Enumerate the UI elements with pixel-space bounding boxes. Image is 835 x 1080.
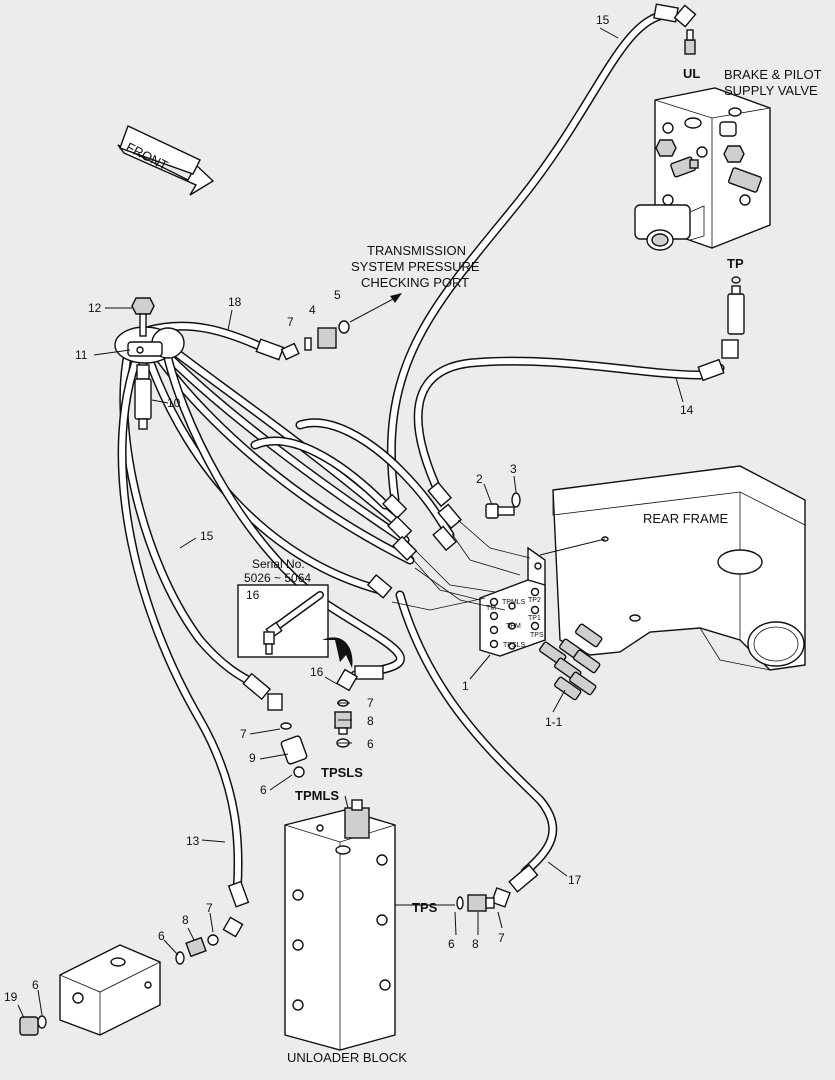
callout-6-tps: 6 bbox=[448, 937, 455, 951]
port-label-tpsls: TPSLS bbox=[321, 765, 363, 780]
transmission-fittings bbox=[304, 293, 402, 351]
callout-7-low: 7 bbox=[206, 901, 213, 915]
brake-valve-caption-1: BRAKE & PILOT bbox=[724, 67, 822, 82]
callout-16-inset: 16 bbox=[246, 588, 260, 602]
hose-18 bbox=[145, 321, 273, 355]
plate-port-tp2: TP2 bbox=[528, 597, 541, 604]
tpmls-fittings bbox=[280, 722, 308, 778]
test-couplings-1-1 bbox=[538, 623, 603, 701]
port-label-tp: TP bbox=[727, 256, 744, 271]
callout-14: 14 bbox=[680, 403, 694, 417]
callout-6-low: 6 bbox=[158, 929, 165, 943]
tpsls-fittings bbox=[334, 699, 352, 748]
plate-port-tp1: TP1 bbox=[528, 615, 541, 622]
callout-15-left: 15 bbox=[200, 529, 214, 543]
callout-8-mid: 8 bbox=[367, 714, 374, 728]
callout-1-1: 1-1 bbox=[545, 715, 563, 729]
callout-8-tps: 8 bbox=[472, 937, 479, 951]
port-label-ul: UL bbox=[683, 66, 700, 81]
callout-5: 5 bbox=[334, 288, 341, 302]
rear-frame-caption: REAR FRAME bbox=[643, 511, 729, 526]
callout-10: 10 bbox=[167, 396, 181, 410]
callout-7-tps: 7 bbox=[498, 931, 505, 945]
callout-3: 3 bbox=[510, 462, 517, 476]
plate-hose-lines bbox=[391, 519, 531, 611]
port-label-tpmls: TPMLS bbox=[295, 788, 339, 803]
bolt-2 bbox=[485, 503, 515, 519]
callout-16: 16 bbox=[310, 665, 324, 679]
callout-6-left: 6 bbox=[260, 783, 267, 797]
front-arrow: FRONT bbox=[117, 125, 215, 196]
rear-frame bbox=[539, 465, 806, 671]
hose-17 bbox=[395, 590, 558, 877]
tps-fittings bbox=[456, 894, 495, 912]
hose-13 bbox=[117, 345, 243, 897]
port-labels: UL TP TPSLS TPMLS TPS bbox=[295, 66, 744, 915]
washer-3 bbox=[511, 492, 521, 508]
plate-port-tm: TM bbox=[486, 605, 496, 612]
callout-7-trans: 7 bbox=[287, 315, 294, 329]
callout-numbers: 15 12 18 7 4 5 11 10 14 2 3 15 16 16 7 8… bbox=[4, 13, 694, 1004]
unloader-block-caption: UNLOADER BLOCK bbox=[287, 1050, 407, 1065]
transmission-caption-1: TRANSMISSION bbox=[367, 243, 466, 258]
callout-8-low: 8 bbox=[182, 913, 189, 927]
plate-port-tpsls: TPSLS bbox=[503, 642, 526, 649]
transmission-caption-2: SYSTEM PRESSURE bbox=[351, 259, 480, 274]
adapter-10 bbox=[134, 364, 152, 430]
serial-inset bbox=[237, 584, 353, 668]
bolt-12 bbox=[131, 297, 155, 337]
clamp-11 bbox=[114, 326, 185, 364]
hose-fittings bbox=[222, 3, 739, 938]
callout-4: 4 bbox=[309, 303, 316, 317]
hose-bundle bbox=[145, 335, 455, 595]
hose-14 bbox=[413, 356, 725, 500]
ul-fitting bbox=[684, 29, 696, 55]
callout-19: 19 bbox=[4, 990, 18, 1004]
lower-block bbox=[19, 934, 219, 1036]
plate-port-tps: TPS bbox=[530, 632, 544, 639]
callout-17: 17 bbox=[568, 873, 582, 887]
tp-fitting bbox=[727, 276, 745, 335]
plate-port-tpmls: TPMLS bbox=[502, 599, 526, 606]
callout-1: 1 bbox=[462, 679, 469, 693]
captions: BRAKE & PILOT SUPPLY VALVE TRANSMISSION … bbox=[244, 67, 822, 1065]
callout-7-mid: 7 bbox=[367, 696, 374, 710]
callout-15-top: 15 bbox=[596, 13, 610, 27]
plate-port-tpm: TPM bbox=[506, 623, 521, 630]
leader-lines bbox=[17, 27, 684, 1019]
serial-caption-2: 5026 ~ 5064 bbox=[244, 571, 311, 585]
brake-pilot-supply-valve bbox=[634, 87, 771, 251]
callout-6-mid: 6 bbox=[367, 737, 374, 751]
callout-18: 18 bbox=[228, 295, 242, 309]
callout-6-plug: 6 bbox=[32, 978, 39, 992]
callout-11: 11 bbox=[75, 348, 88, 362]
brake-valve-caption-2: SUPPLY VALVE bbox=[724, 83, 818, 98]
serial-caption-1: Serial No. bbox=[252, 557, 305, 571]
port-label-tps: TPS bbox=[412, 900, 438, 915]
callout-7-left: 7 bbox=[240, 727, 247, 741]
hose-15-top bbox=[386, 9, 673, 505]
transmission-caption-3: CHECKING PORT bbox=[361, 275, 469, 290]
unloader-block bbox=[284, 799, 396, 1051]
callout-12: 12 bbox=[88, 301, 102, 315]
callout-13: 13 bbox=[186, 834, 200, 848]
callout-9: 9 bbox=[249, 751, 256, 765]
bracket-plate-1: TM TPMLS TP2 TPM TP1 TPSLS TPS bbox=[479, 546, 546, 657]
callout-2: 2 bbox=[476, 472, 483, 486]
